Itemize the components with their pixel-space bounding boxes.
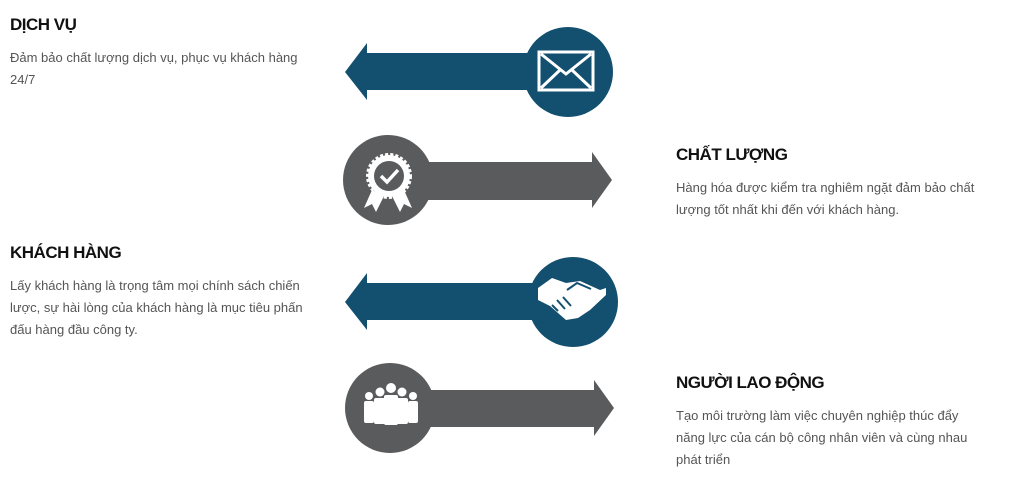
award-badge-icon — [364, 153, 412, 212]
feature-description: Đảm bảo chất lượng dịch vụ, phục vụ khác… — [10, 50, 298, 87]
feature-nguoi-lao-dong: NGƯỜI LAO ĐỘNG Tạo môi trường làm việc c… — [676, 373, 986, 471]
handshake-icon — [538, 278, 606, 320]
arrow-right-nguoi-lao-dong — [345, 363, 614, 453]
feature-chat-luong: CHẤT LƯỢNG Hàng hóa được kiểm tra nghiêm… — [676, 145, 986, 221]
arrow-right-chat-luong — [343, 135, 612, 225]
arrow-left-khach-hang — [345, 257, 618, 347]
feature-khach-hang: KHÁCH HÀNG Lấy khách hàng là trọng tâm m… — [10, 243, 310, 341]
envelope-icon — [537, 50, 595, 92]
feature-title: CHẤT LƯỢNG — [676, 145, 788, 164]
workers-group-icon — [364, 383, 418, 425]
arrow-left-dich-vu — [345, 27, 613, 117]
feature-title: KHÁCH HÀNG — [10, 243, 122, 262]
feature-title: DỊCH VỤ — [10, 15, 77, 34]
feature-description: Tạo môi trường làm việc chuyên nghiệp th… — [676, 408, 968, 467]
feature-dich-vu: DỊCH VỤ Đảm bảo chất lượng dịch vụ, phục… — [10, 15, 310, 91]
feature-title: NGƯỜI LAO ĐỘNG — [676, 373, 825, 392]
feature-description: Hàng hóa được kiểm tra nghiêm ngặt đảm b… — [676, 180, 975, 217]
feature-description: Lấy khách hàng là trọng tâm mọi chính sá… — [10, 278, 303, 337]
